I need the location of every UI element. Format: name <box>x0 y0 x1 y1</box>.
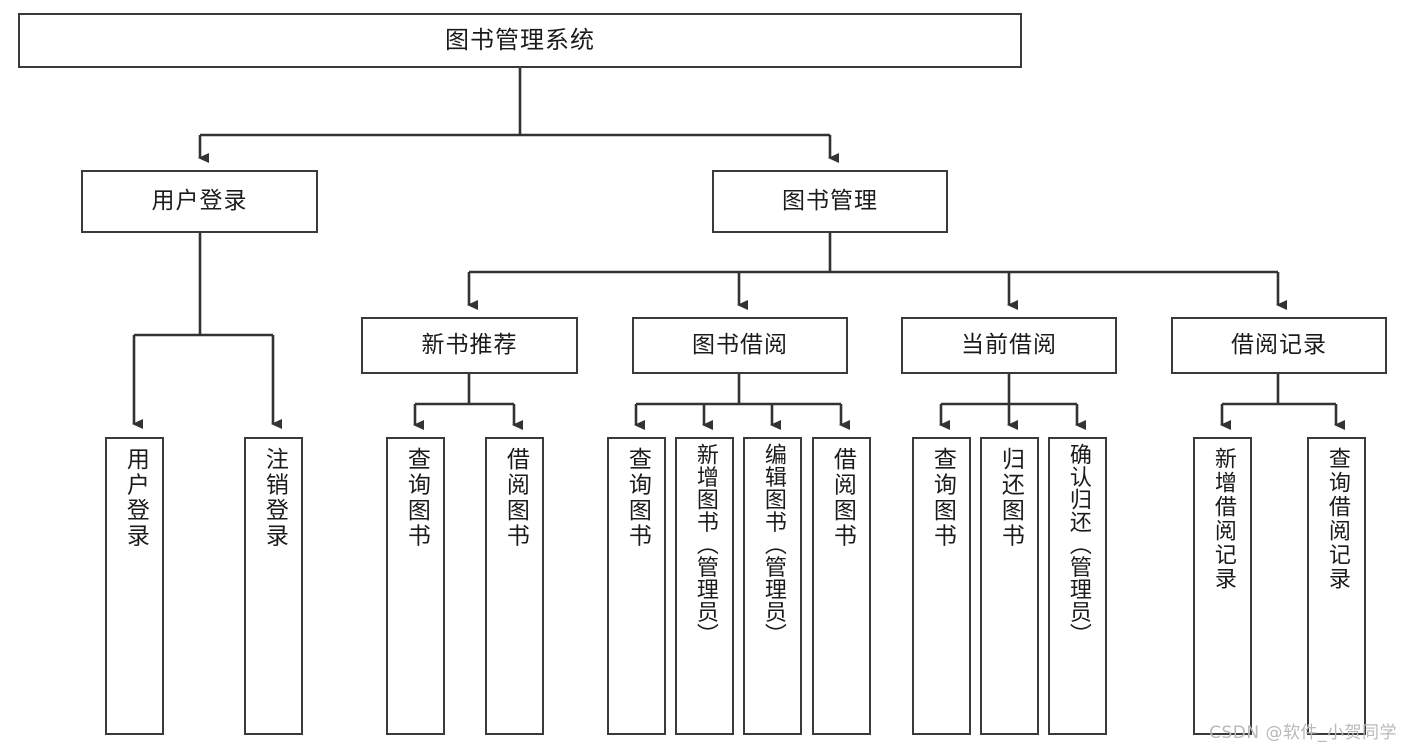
node-label: 用户登录 <box>151 187 248 214</box>
leaf-user-login[interactable]: 用户登录 <box>105 437 164 735</box>
leaf-record-add-borrow-record[interactable]: 新增借阅记录 <box>1193 437 1252 735</box>
node-label: 当前借阅 <box>961 331 1057 358</box>
leaf-user-logout[interactable]: 注销登录 <box>244 437 303 735</box>
node-label: 新书推荐 <box>421 331 518 358</box>
leaf-current-query-book[interactable]: 查询图书 <box>912 437 971 735</box>
node-label: 借阅图书 <box>829 447 856 549</box>
node-label: 图书管理 <box>782 187 878 214</box>
node-label: 查询图书 <box>624 447 651 549</box>
leaf-recommend-query-book[interactable]: 查询图书 <box>386 437 445 735</box>
node-label: 查询图书 <box>403 447 430 549</box>
node-label: 确认归还（管理员） <box>1065 443 1091 646</box>
node-label: 借阅图书 <box>502 447 529 549</box>
node-label: 新增图书（管理员） <box>692 443 718 646</box>
node-root-system[interactable]: 图书管理系统 <box>18 13 1022 68</box>
node-label: 借阅记录 <box>1231 331 1327 358</box>
node-book-borrow[interactable]: 图书借阅 <box>632 317 848 374</box>
node-label: 查询借阅记录 <box>1324 447 1350 591</box>
leaf-borrow-borrow-book[interactable]: 借阅图书 <box>812 437 871 735</box>
leaf-borrow-add-book-admin[interactable]: 新增图书（管理员） <box>675 437 734 735</box>
leaf-current-confirm-return-admin[interactable]: 确认归还（管理员） <box>1048 437 1107 735</box>
leaf-record-query-borrow-record[interactable]: 查询借阅记录 <box>1307 437 1366 735</box>
node-label: 归还图书 <box>997 447 1024 549</box>
leaf-borrow-edit-book-admin[interactable]: 编辑图书（管理员） <box>743 437 802 735</box>
node-label: 新增借阅记录 <box>1210 447 1236 591</box>
node-label: 查询图书 <box>929 447 956 549</box>
leaf-borrow-query-book[interactable]: 查询图书 <box>607 437 666 735</box>
node-label: 用户登录 <box>122 447 149 549</box>
leaf-recommend-borrow-book[interactable]: 借阅图书 <box>485 437 544 735</box>
node-user-login[interactable]: 用户登录 <box>81 170 318 233</box>
node-label: 编辑图书（管理员） <box>760 443 786 646</box>
node-borrow-record[interactable]: 借阅记录 <box>1171 317 1387 374</box>
node-new-book-recommend[interactable]: 新书推荐 <box>361 317 578 374</box>
leaf-current-return-book[interactable]: 归还图书 <box>980 437 1039 735</box>
node-book-management[interactable]: 图书管理 <box>712 170 948 233</box>
node-label: 注销登录 <box>261 447 288 549</box>
node-label: 图书管理系统 <box>445 26 595 55</box>
watermark-text: CSDN @软件_小贺同学 <box>1209 723 1397 743</box>
node-current-borrow[interactable]: 当前借阅 <box>901 317 1117 374</box>
node-label: 图书借阅 <box>692 331 788 358</box>
